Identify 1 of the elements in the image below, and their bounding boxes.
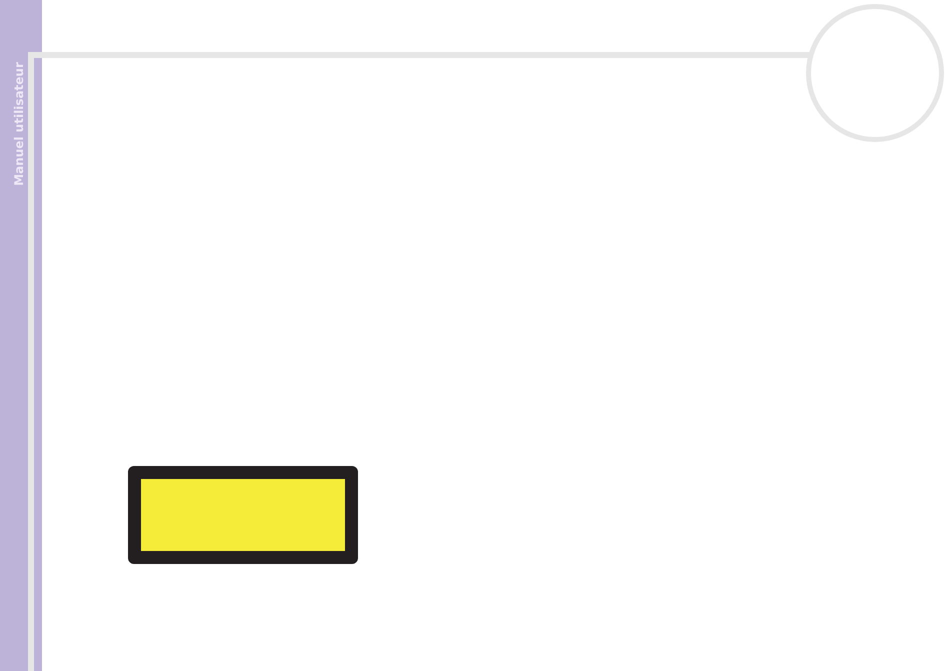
warning-label bbox=[128, 466, 358, 564]
